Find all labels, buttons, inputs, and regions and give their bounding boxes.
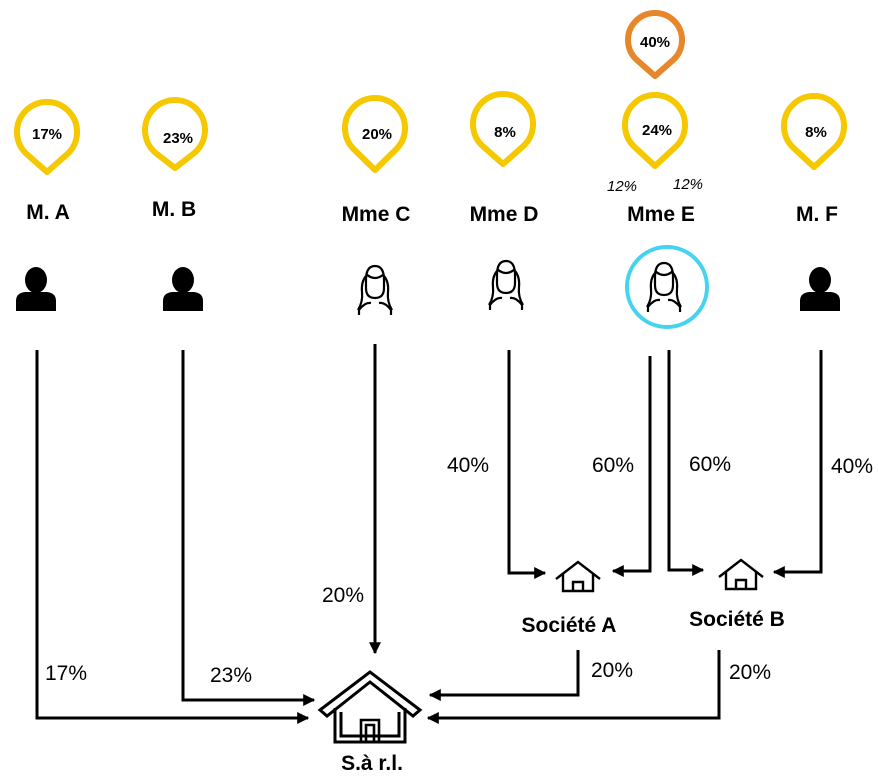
mme-e-split-right: 12% [673,176,703,193]
pin-marker-icon [142,97,208,171]
edge-label-mmed-a: 40% [447,454,489,477]
mme-e-split-left: 12% [607,178,637,195]
person-share: 23% [163,130,193,147]
share-pin: 8% [781,93,847,170]
share-pin: 20% [342,95,408,173]
highlight-pin: 40% [625,10,685,79]
edge-label-mmee-b: 60% [689,453,731,476]
person-name-mme-e: Mme E [627,203,695,226]
edge-label-mb-sarl: 23% [210,664,252,687]
person-share: 8% [494,124,516,141]
edge-label-ma-sarl: 17% [45,662,87,685]
pin-marker-icon [781,93,847,170]
edge-label-mmec-sarl: 20% [322,584,364,607]
person-share: 17% [32,126,62,143]
edge-label-mf-b: 40% [831,455,873,478]
woman-icon [645,261,683,314]
highlight-share: 40% [640,34,670,51]
edge-mb-sarl [181,350,316,706]
person-name-m-a: M. A [26,201,70,224]
pin-marker-icon [470,91,536,167]
edge-label-mmee-a: 60% [592,454,634,477]
share-pin: 23% [142,97,208,171]
company-name-b: Société B [689,608,785,631]
man-icon [163,267,203,311]
share-pin: 8% [470,91,536,167]
person-share: 20% [362,126,392,143]
house-icon [718,558,764,591]
edge-mf-b [772,350,823,578]
edge-mmee-b [667,350,705,576]
edge-label-b-sarl: 20% [729,661,771,684]
person-name-mme-c: Mme C [342,203,411,226]
pin-marker-icon [14,99,80,175]
person-share: 8% [805,124,827,141]
edge-mmed-a [507,350,547,579]
selected-ring [625,245,709,329]
edge-ma-sarl [35,350,310,724]
share-pin: 24% [622,92,688,169]
person-name-m-f: M. F [796,203,838,226]
edge-a-sarl [428,650,580,701]
person-share: 24% [642,122,672,139]
edge-b-sarl [426,650,721,724]
share-pin: 17% [14,99,80,175]
pin-marker-icon [342,95,408,173]
pin-marker-icon [622,92,688,169]
person-name-m-b: M. B [152,198,196,221]
person-name-mme-d: Mme D [470,203,539,226]
house-icon [555,560,601,593]
house-icon [317,670,423,744]
man-icon [16,267,56,311]
edge-mmee-a [611,356,652,577]
company-name-sarl: S.à r.l. [341,752,403,775]
woman-icon [487,259,525,312]
edge-label-a-sarl: 20% [591,659,633,682]
man-icon [800,267,840,311]
company-name-a: Société A [522,614,617,637]
woman-icon [356,264,394,317]
